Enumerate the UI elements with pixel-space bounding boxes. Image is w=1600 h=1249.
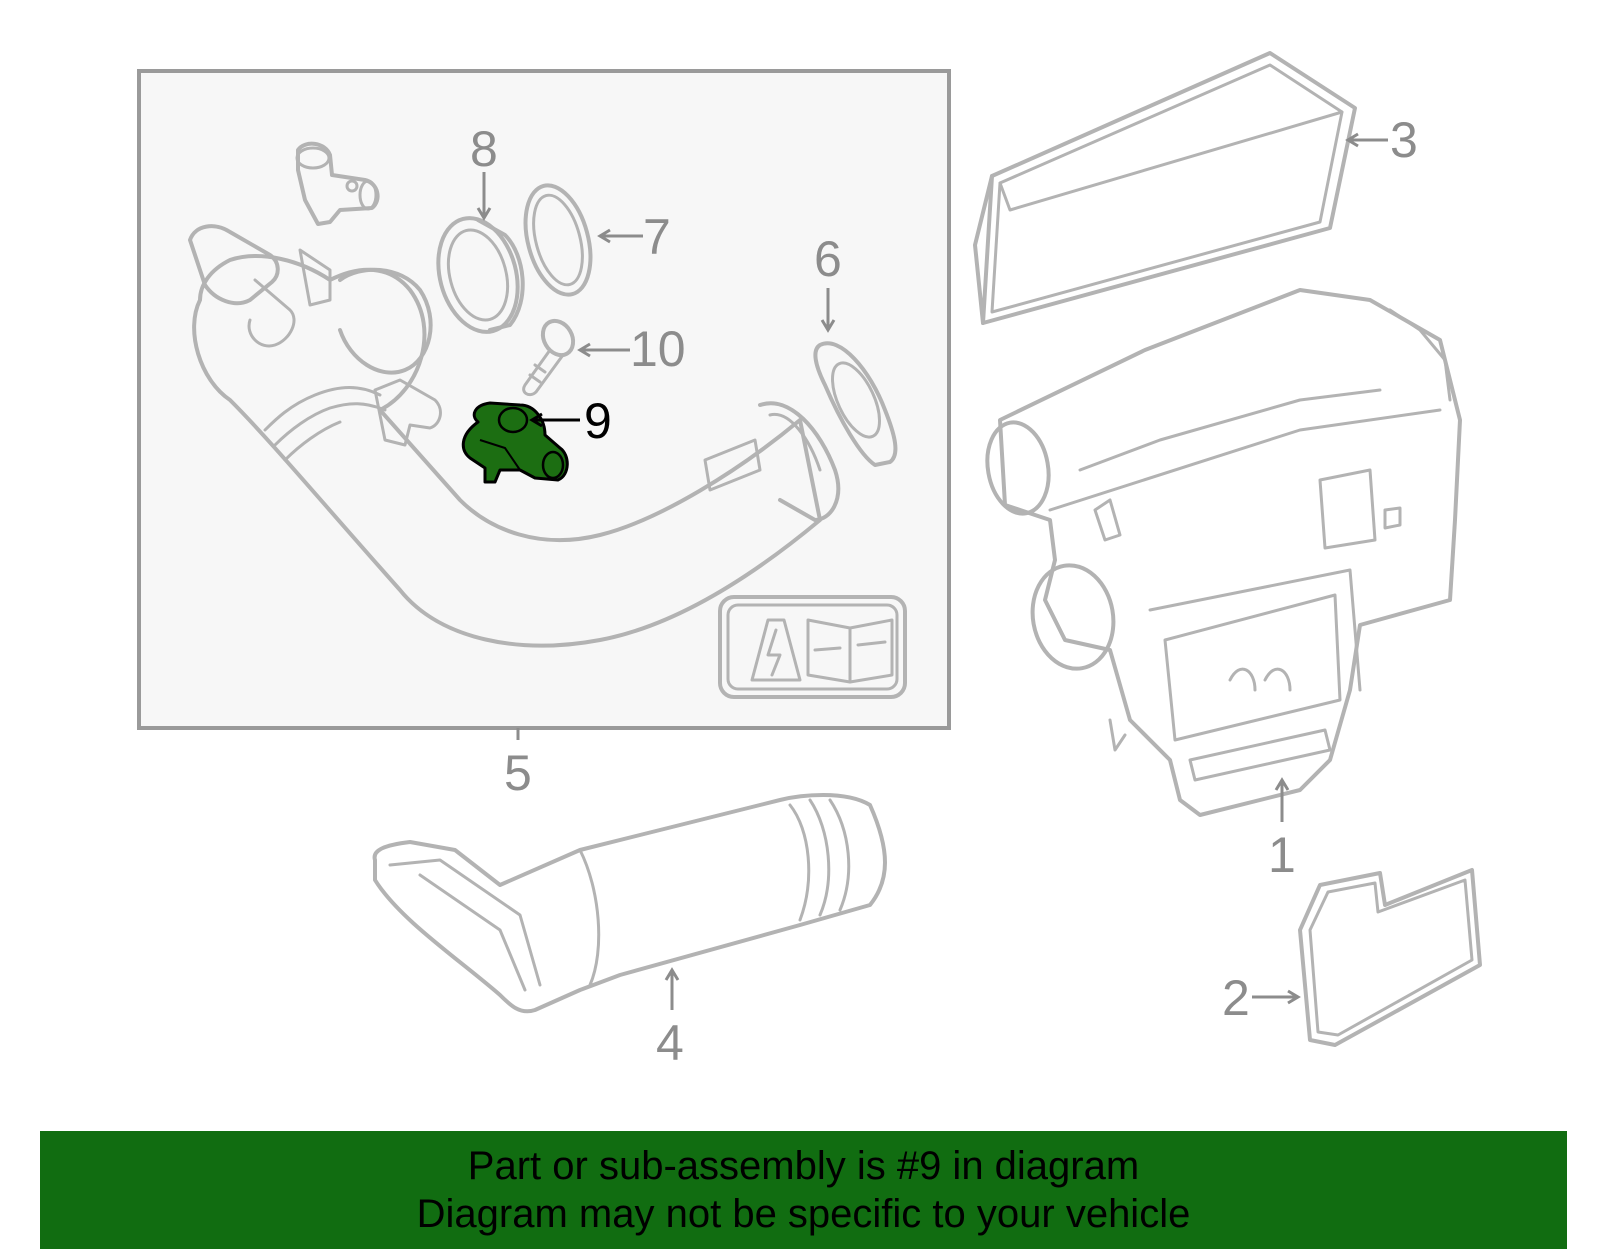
callout-4[interactable]: 4: [656, 1015, 684, 1071]
part-1-air-cleaner-housing[interactable]: [980, 288, 1462, 817]
callout-1[interactable]: 1: [1268, 827, 1296, 883]
part-10-bolt[interactable]: [522, 315, 579, 397]
manual-wrench-icon: [806, 618, 894, 684]
banner-line-1: Part or sub-assembly is #9 in diagram: [467, 1144, 1140, 1188]
info-banner: Part or sub-assembly is #9 in diagram Di…: [40, 1131, 1567, 1249]
leader-2-arrow: [1287, 989, 1301, 1005]
callout-3[interactable]: 3: [1390, 112, 1418, 168]
banner-line-2: Diagram may not be specific to your vehi…: [416, 1192, 1191, 1236]
part-2-gasket[interactable]: [1298, 868, 1482, 1047]
part-4-intake-tube[interactable]: [372, 793, 887, 1014]
leader-1-arrow: [1274, 777, 1290, 791]
lightning-warning-icon: [750, 618, 802, 682]
part-6-gasket[interactable]: [813, 341, 898, 467]
callout-8[interactable]: 8: [470, 121, 498, 177]
leader-4-arrow: [664, 967, 680, 981]
leader-8-arrow: [476, 207, 492, 221]
leader-3-arrow: [1345, 132, 1359, 148]
callout-10[interactable]: 10: [630, 321, 686, 377]
callout-9[interactable]: 9: [584, 393, 612, 449]
callout-6[interactable]: 6: [814, 231, 842, 287]
warning-manual-badge: [718, 595, 907, 699]
part-9-sensor[interactable]: [461, 401, 569, 484]
part-elbow-fitting[interactable]: [295, 141, 380, 226]
leader-9-arrow: [529, 412, 543, 428]
part-3-air-filter[interactable]: [973, 51, 1357, 325]
callout-5[interactable]: 5: [504, 745, 532, 801]
part-8-coupling[interactable]: [426, 209, 529, 341]
part-5-intake-duct[interactable]: [188, 224, 841, 648]
callout-2[interactable]: 2: [1222, 970, 1250, 1026]
leader-7-arrow: [597, 228, 611, 244]
leader-6-arrow: [820, 319, 836, 333]
leader-10-arrow: [577, 342, 591, 358]
callout-7[interactable]: 7: [643, 209, 671, 265]
inset-box: [137, 69, 951, 730]
part-7-clamp[interactable]: [515, 178, 602, 302]
